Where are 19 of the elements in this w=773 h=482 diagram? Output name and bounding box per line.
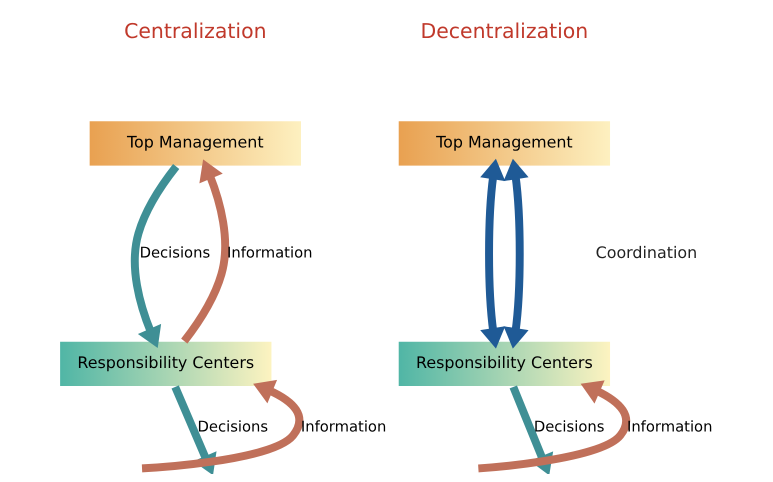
- edge-label: Decisions: [140, 244, 210, 262]
- arrow: [480, 158, 506, 349]
- edge-label: Information: [300, 418, 386, 436]
- label: Decentralization: [420, 19, 588, 44]
- node-box: Responsibility Centers: [58, 340, 273, 388]
- label: Centralization: [124, 19, 267, 44]
- arrow: [130, 164, 180, 348]
- node-box: Responsibility Centers: [398, 340, 612, 388]
- edge-label: Decisions: [534, 418, 604, 436]
- label: Coordination: [596, 242, 698, 262]
- edge-label: Information: [227, 244, 312, 262]
- node-box: Top Management: [88, 120, 302, 167]
- arrow: [181, 159, 230, 344]
- arrow: [504, 158, 529, 349]
- edge-label: Information: [626, 418, 712, 436]
- edge-label: Decisions: [198, 418, 268, 436]
- node-box: Top Management: [398, 120, 612, 167]
- arrow: [142, 380, 304, 472]
- arrow: [478, 380, 630, 472]
